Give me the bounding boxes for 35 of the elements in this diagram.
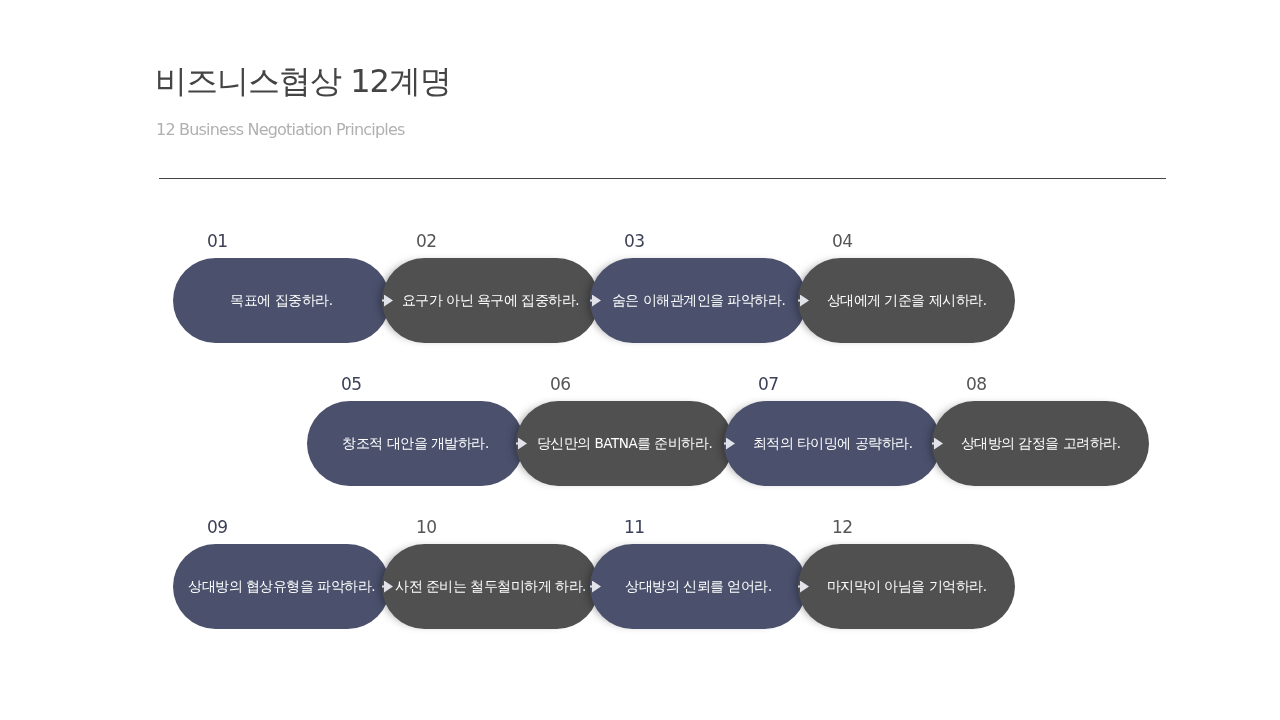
step-number: 07 [758,374,779,394]
arrow [589,580,601,593]
step-number: 04 [832,231,853,251]
step-number: 06 [550,374,571,394]
arrow [797,294,809,307]
step-number: 01 [207,231,228,251]
step-text: 상대방의 신뢰를 얻어라. [625,577,772,596]
step-number: 12 [832,517,853,537]
step-number: 11 [624,517,645,537]
step-text: 요구가 아닌 욕구에 집중하라. [401,291,580,310]
step-number: 10 [416,517,437,537]
step-number: 05 [341,374,362,394]
arrow [931,437,943,450]
step-text: 숨은 이해관계인을 파악하라. [611,291,786,310]
step-text: 상대방의 감정을 고려하라. [960,434,1121,453]
step-text: 상대방의 협상유형을 파악하라. [188,577,375,596]
arrow [381,294,393,307]
step-number: 09 [207,517,228,537]
arrow [515,437,527,450]
step-text: 최적의 타이밍에 공략하라. [752,434,913,453]
arrow [723,437,735,450]
step-text: 목표에 집중하라. [230,291,333,310]
step-text: 상대에게 기준을 제시하라. [826,291,987,310]
step-text: 창조적 대안을 개발하라. [342,434,489,453]
step-text: 마지막이 아님을 기억하라. [826,577,987,596]
arrow [589,294,601,307]
step-number: 03 [624,231,645,251]
step-number: 08 [966,374,987,394]
step-text: 사전 준비는 철두철미하게 하라. [395,577,586,596]
step-number: 02 [416,231,437,251]
step-text: 당신만의 BATNA를 준비하라. [536,434,713,453]
subtitle: 12 Business Negotiation Principles [156,120,405,139]
arrow [797,580,809,593]
title: 비즈니스협상 12계명 [155,61,451,102]
arrow [381,580,393,593]
